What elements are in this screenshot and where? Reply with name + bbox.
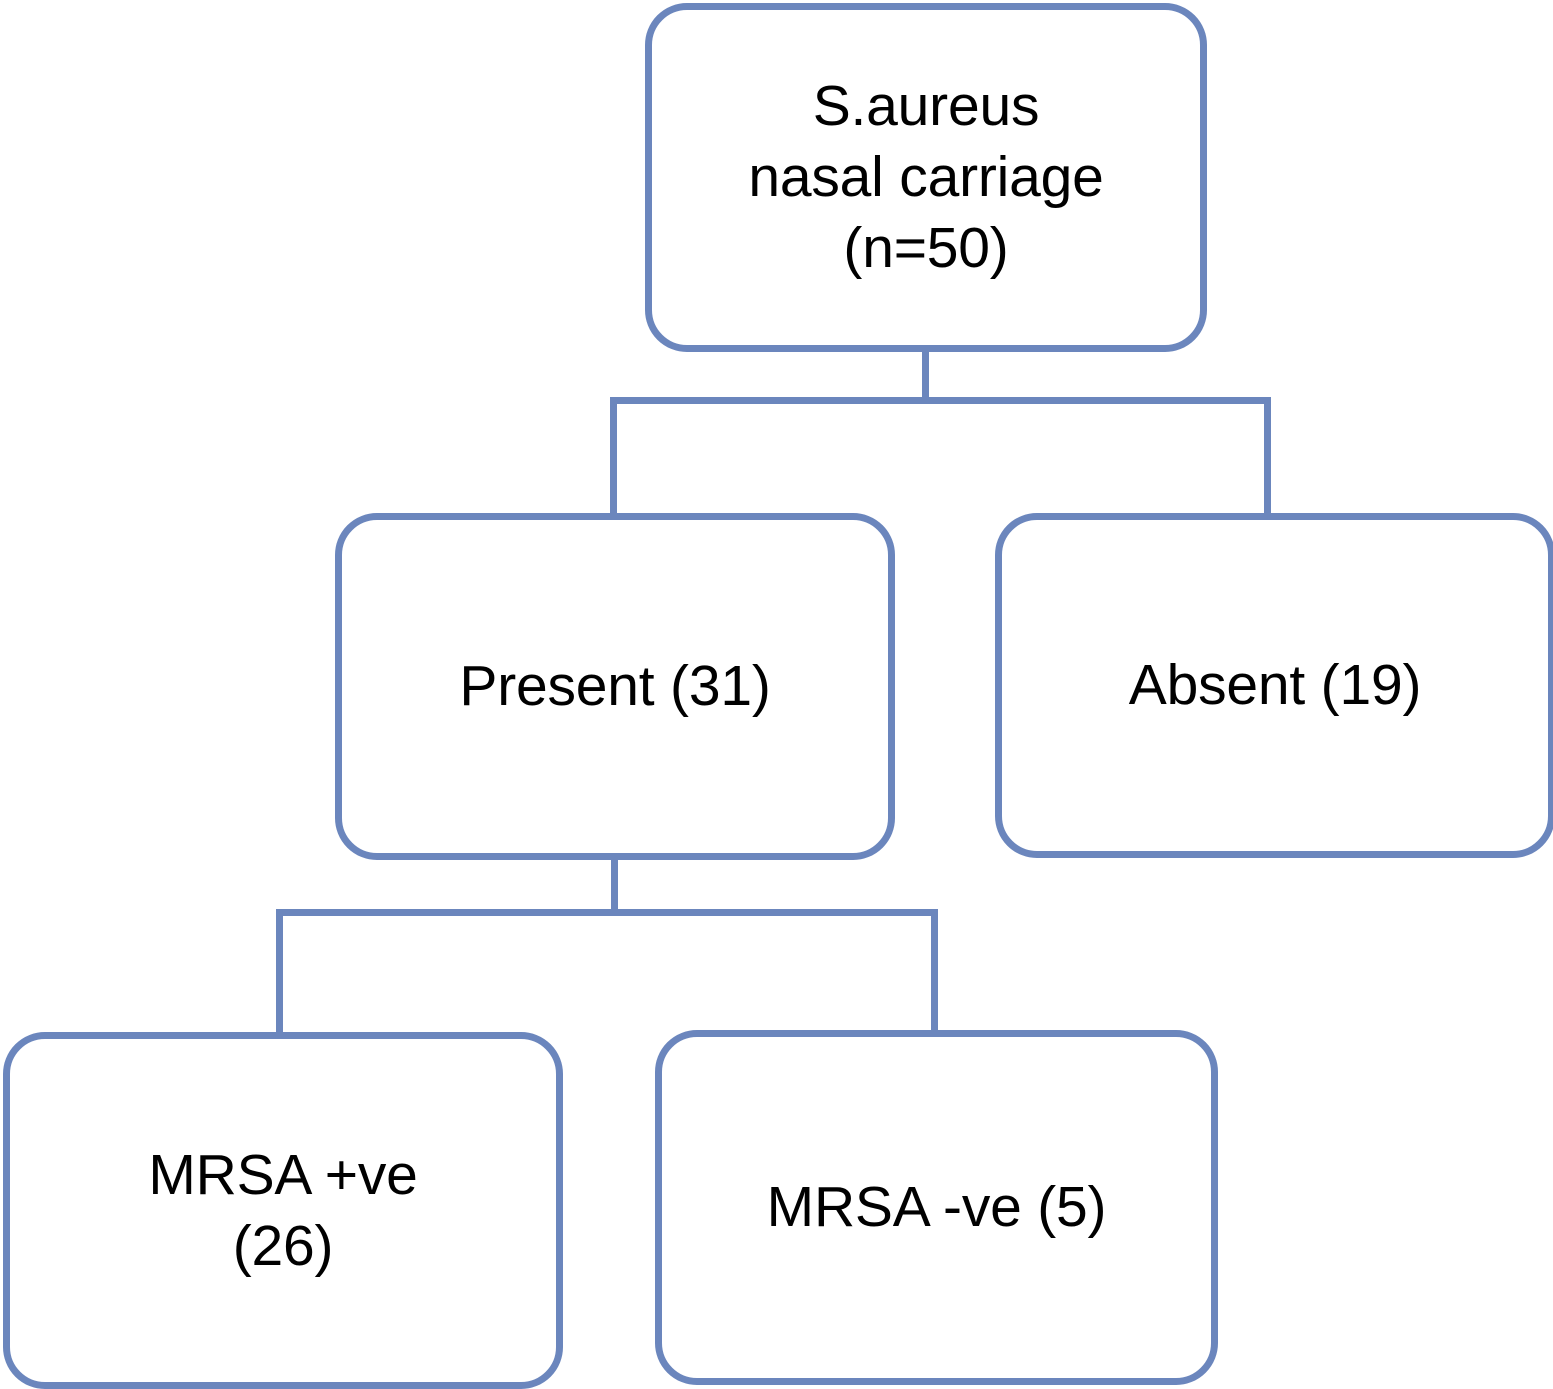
node-label-mrsa-negative: MRSA -ve (5) [766, 1175, 1107, 1240]
connector-drop-to-absent [1264, 397, 1271, 517]
connector-drop-to-mrsa-negative [931, 909, 938, 1034]
node-absent[interactable]: Absent (19) [995, 513, 1553, 858]
node-label-absent: Absent (19) [1128, 653, 1422, 718]
node-label-mrsa-positive: MRSA +ve (26) [148, 1142, 418, 1278]
node-mrsa-negative[interactable]: MRSA -ve (5) [655, 1030, 1218, 1385]
node-present[interactable]: Present (31) [335, 513, 895, 860]
connector-present-stem [611, 856, 618, 914]
node-label-root: S.aureus nasal carriage (n=50) [748, 74, 1104, 280]
connector-level2-split-bar [276, 909, 938, 916]
node-label-present: Present (31) [459, 654, 771, 719]
node-mrsa-positive[interactable]: MRSA +ve (26) [3, 1032, 563, 1389]
connector-level1-split-bar [610, 397, 1271, 404]
connector-root-stem [922, 350, 929, 404]
node-s-aureus-nasal-carriage[interactable]: S.aureus nasal carriage (n=50) [645, 3, 1207, 352]
connector-drop-to-present [610, 397, 617, 517]
connector-drop-to-mrsa-positive [276, 909, 283, 1034]
